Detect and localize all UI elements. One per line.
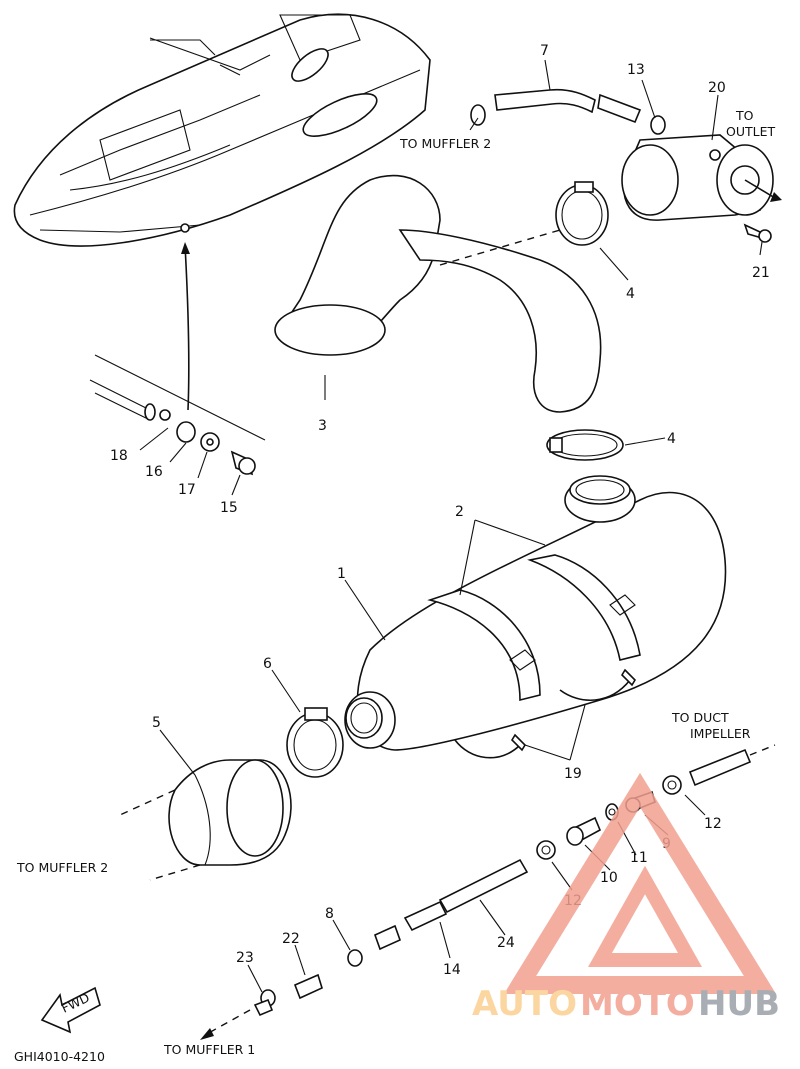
part-label-20: 20 (708, 80, 726, 96)
part-label-4-lower: 4 (667, 431, 676, 447)
diagram-code: GHI4010-4210 (14, 1049, 105, 1064)
water-hose-7 (470, 88, 666, 135)
clip-8 (347, 949, 363, 967)
automotohub-watermark: AUTO MOTO HUB (472, 772, 780, 1024)
leader-arrow (184, 244, 190, 411)
to-muffler2-left: TO MUFFLER 2 (16, 860, 108, 875)
part-label-17: 17 (178, 482, 196, 498)
to-duct-line2: IMPELLER (690, 726, 751, 741)
clamp-6 (286, 707, 344, 778)
clamp-4-lower (546, 429, 624, 461)
part-label-16: 16 (145, 464, 163, 480)
part-label-3: 3 (318, 418, 327, 434)
part-label-13: 13 (627, 62, 645, 78)
rubber-joint-5 (119, 759, 292, 881)
to-outlet-line2: OUTLET (726, 124, 775, 139)
to-outlet-line1: TO (735, 108, 754, 123)
fwd-arrow: FWD (40, 986, 101, 1034)
nut-12-left (536, 840, 556, 860)
part-label-8: 8 (325, 906, 334, 922)
to-muffler1-dash (204, 1009, 251, 1036)
part-label-6: 6 (263, 656, 272, 672)
to-muffler1-arrow (200, 1028, 214, 1040)
watercraft-illustration (13, 13, 431, 247)
watermark-triangle (503, 772, 777, 994)
part-label-10: 10 (600, 870, 618, 886)
part-label-19: 19 (564, 766, 582, 782)
nipple-10 (566, 816, 602, 846)
part-label-2: 2 (455, 504, 464, 520)
part-label-11: 11 (630, 850, 648, 866)
part-label-4-upper: 4 (626, 286, 635, 302)
bolt-21 (743, 223, 772, 243)
part-label-14: 14 (443, 962, 461, 978)
joint-22 (293, 973, 323, 1000)
joint-14 (373, 924, 402, 951)
part-label-15: 15 (220, 500, 238, 516)
to-duct-line1: TO DUCT (671, 710, 729, 725)
watermark-text-auto: AUTO (472, 984, 577, 1024)
watermark-text-hub: HUB (698, 984, 780, 1024)
clamp-4-upper (555, 181, 609, 246)
part-label-18: 18 (110, 448, 128, 464)
part-label-21: 21 (752, 265, 770, 281)
watermark-text-moto: MOTO (580, 984, 695, 1024)
to-muffler2-top: TO MUFFLER 2 (399, 136, 491, 151)
exhaust-pipe-3 (274, 174, 602, 413)
outlet-pipe-20 (621, 134, 782, 221)
part-label-22: 22 (282, 931, 300, 947)
leader-lines (159, 59, 763, 993)
band-19 (454, 668, 637, 759)
hose-24 (403, 858, 529, 932)
part-label-1: 1 (337, 566, 346, 582)
part-label-5: 5 (152, 715, 161, 731)
watermark-inner-mark (588, 865, 702, 967)
part-label-23: 23 (236, 950, 254, 966)
duct-hose (688, 744, 776, 787)
hose-fitting-detail (89, 354, 266, 496)
muffler-1 (344, 475, 727, 751)
nut-12-right (662, 775, 682, 795)
clip-23 (253, 989, 276, 1017)
part-label-12-right: 12 (704, 816, 722, 832)
to-muffler1-label: TO MUFFLER 1 (163, 1042, 255, 1057)
part-label-7: 7 (540, 43, 549, 59)
part-label-24: 24 (497, 935, 515, 951)
arrow-head (181, 242, 190, 254)
